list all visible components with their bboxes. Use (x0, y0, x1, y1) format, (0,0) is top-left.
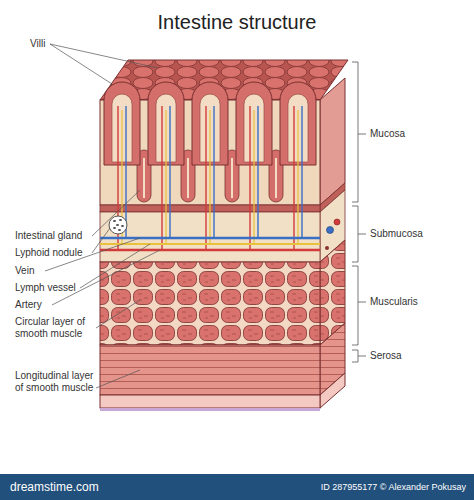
nodule-dots (114, 220, 123, 230)
footer-bar (0, 474, 474, 500)
capillary-vein (126, 106, 302, 238)
leader-line (80, 244, 150, 288)
leader-line (50, 44, 158, 84)
layer-label: Muscularis (370, 296, 465, 308)
layer-label: Serosa (370, 350, 465, 362)
part-label: Lymph vessel (15, 282, 95, 294)
vein (100, 237, 320, 240)
artery-end (334, 219, 340, 225)
layer-bracket (352, 62, 366, 202)
part-label: Intestinal gland (15, 230, 95, 242)
layer-bracket (352, 206, 366, 262)
leader-line (96, 300, 140, 328)
leader-line (96, 370, 140, 388)
leader-line (52, 250, 160, 305)
part-label: Artery (15, 299, 95, 311)
layer-label: Submucosa (370, 228, 465, 240)
serosa-edge (100, 408, 320, 411)
vessel-end (325, 246, 329, 250)
longitudinal-muscle-layer (100, 345, 320, 395)
watermark: ID 287955177 © Alexander Pokusay (220, 482, 466, 493)
part-label: Vein (15, 265, 95, 277)
layer-label: Mucosa (370, 128, 465, 140)
part-label: Longitudinal layer of smooth muscle (15, 370, 95, 394)
leader-line (92, 190, 140, 236)
part-label: Circular layer of smooth muscle (15, 316, 97, 340)
diagram-title: Intestine structure (0, 10, 474, 34)
part-label: Villi (30, 38, 90, 50)
lacteal (122, 110, 298, 244)
vein-end (327, 227, 334, 234)
lymph-vessel (100, 243, 320, 245)
layer-bracket (352, 266, 366, 345)
capillary-artery (118, 106, 294, 250)
artery (100, 249, 320, 252)
serosa-layer (100, 395, 320, 408)
lymphoid-nodule (109, 216, 127, 234)
side-serosa (320, 373, 345, 408)
part-label: Lyphoid nodule (15, 247, 95, 259)
layer-bracket (352, 350, 366, 362)
watermark: dreamstime.com (10, 480, 160, 494)
circular-muscle-layer (100, 262, 320, 345)
